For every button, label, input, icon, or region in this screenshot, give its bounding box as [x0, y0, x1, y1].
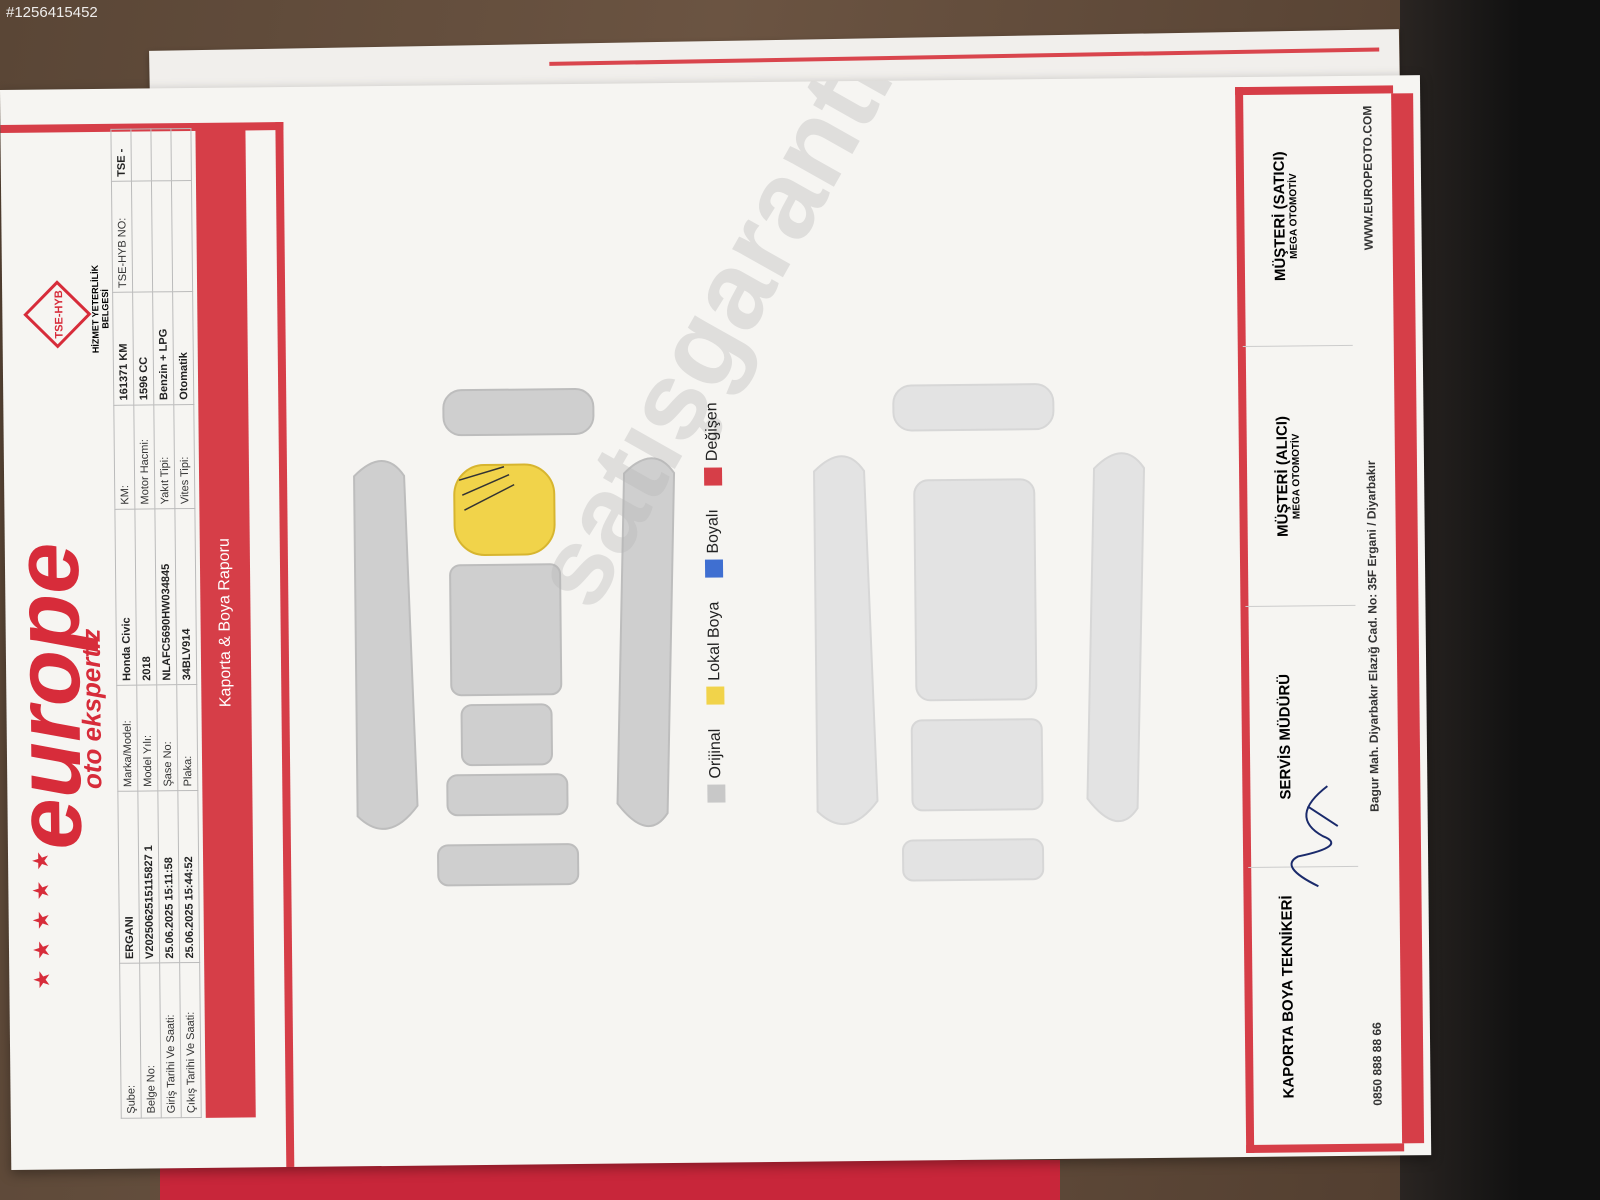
car-right-side	[616, 457, 676, 828]
info-label: Motor Hacmi:	[133, 404, 155, 510]
info-value: 25.06.2025 15:11:58	[157, 790, 180, 964]
legend-changed: Değişen	[703, 402, 723, 486]
handwritten-signature-icon	[1290, 785, 1339, 888]
legend-local-paint: Lokal Boya	[705, 601, 725, 705]
info-value: Benzin + LPG	[152, 291, 174, 405]
footer-address: Bagur Mah. Diyarbakır Elazığ Cad. No: 35…	[1363, 460, 1382, 812]
legend-label: Değişen	[703, 402, 721, 462]
car-diagram-shadow	[813, 383, 1146, 882]
signature-box: KAPORTA BOYA TEKNİKERİ	[1248, 865, 1361, 1127]
info-label: KM:	[113, 404, 135, 510]
info-value: 161371 KM	[112, 292, 134, 406]
tse-subtitle: HİZMET YETERLİLİK BELGESİ	[89, 264, 111, 354]
legend-swatch-icon	[703, 467, 723, 486]
signature-box: MÜŞTERİ (ALICI)MEGA OTOMOTİV	[1242, 345, 1356, 607]
info-label: Plaka:	[176, 684, 198, 791]
legend-label: Boyalı	[704, 509, 722, 554]
info-value: 2018	[134, 508, 157, 686]
car-rear-bumper	[442, 387, 595, 437]
car-roof	[449, 563, 563, 697]
background-dark-fabric	[1400, 0, 1600, 1200]
info-value: NLAFC5690HW034845	[154, 508, 177, 686]
legend-label: Orijinal	[706, 728, 725, 779]
info-value: ERGANI	[117, 791, 140, 964]
legend-swatch-icon	[707, 784, 726, 803]
tse-badge-icon: TSE-HYB	[23, 280, 92, 349]
signature-footer: KAPORTA BOYA TEKNİKERİ SERVİS MÜDÜRÜ MÜŞ…	[1240, 85, 1401, 1127]
info-label: Belge No:	[139, 963, 162, 1119]
info-label: Giriş Tarihi Ve Saati:	[159, 963, 182, 1118]
logo-row: ★★★★★ europe oto ekspertiz TSE-HYB HİZME…	[0, 129, 120, 1120]
brand-tagline: oto ekspertiz	[75, 628, 108, 790]
footer-phone: 0850 888 88 66	[1369, 1022, 1385, 1106]
info-label: Şube:	[119, 963, 142, 1119]
info-label: Şase No:	[156, 684, 178, 792]
car-front-bumper-lower	[437, 843, 580, 887]
car-left-side	[353, 460, 419, 830]
info-label: Model Yılı:	[136, 685, 158, 792]
report-header: ★★★★★ europe oto ekspertiz TSE-HYB HİZME…	[0, 127, 280, 1120]
car-hood	[460, 703, 553, 767]
info-value: 1596 CC	[132, 292, 154, 405]
info-label: Marka/Model:	[116, 685, 138, 792]
info-label: Çıkış Tarihi Ve Saati:	[179, 962, 202, 1118]
car-diagram-colored	[353, 387, 676, 887]
signature-box: MÜŞTERİ (SATICI)MEGA OTOMOTİV	[1270, 151, 1300, 282]
info-value: 34BLV914	[174, 508, 197, 685]
report-sheet: ★★★★★ europe oto ekspertiz TSE-HYB HİZME…	[0, 75, 1432, 1170]
tse-label: TSE-HYB	[53, 290, 66, 338]
legend-swatch-icon	[704, 559, 724, 578]
legend-painted: Boyalı	[704, 509, 724, 578]
legend-original: Orijinal	[707, 729, 726, 803]
car-front-bumper	[446, 773, 569, 817]
info-label: TSE-HYB NO:	[111, 181, 133, 293]
footer-website: WWW.EUROPEOTO.COM	[1360, 105, 1376, 251]
info-value: Otomatik	[172, 291, 194, 405]
signature-row: KAPORTA BOYA TEKNİKERİ SERVİS MÜDÜRÜ MÜŞ…	[1240, 86, 1361, 1127]
report-title-band: Kaporta & Boya Raporu	[195, 127, 256, 1118]
legend-swatch-icon	[706, 686, 725, 705]
paint-legend: Orijinal Lokal Boya Boyalı Değişen	[703, 402, 726, 803]
stars-icon: ★★★★★	[27, 840, 55, 990]
info-value: V2025062515115827 1	[137, 791, 160, 964]
legend-label: Lokal Boya	[705, 601, 724, 681]
info-label: Yakıt Tipi:	[153, 404, 175, 509]
info-value: TSE -	[110, 129, 132, 182]
image-id-watermark: #1256415452	[6, 4, 98, 21]
vehicle-info-table: Şube: ERGANI Marka/Model: Honda Civic KM…	[110, 128, 202, 1119]
info-value: Honda Civic	[114, 509, 137, 686]
info-label: Vites Tipi:	[173, 404, 195, 509]
info-value: 25.06.2025 15:44:52	[177, 790, 200, 964]
local-paint-hatch	[458, 466, 515, 511]
